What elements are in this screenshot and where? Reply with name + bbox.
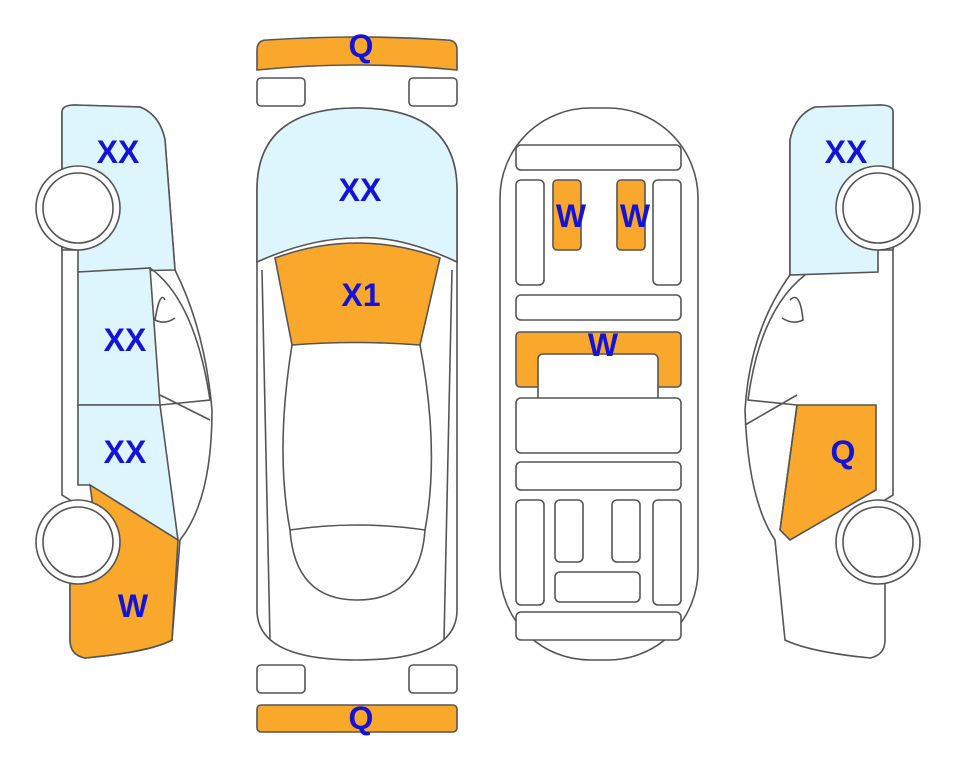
left-side-view: XX XX XX W xyxy=(35,104,213,659)
windshield-label: X1 xyxy=(341,277,380,313)
hood-panel[interactable] xyxy=(256,107,458,264)
right-roof-label: XX xyxy=(825,134,868,170)
front-bumper[interactable] xyxy=(256,36,458,71)
left-front-door-label: XX xyxy=(104,322,147,358)
rear-bumper-label: Q xyxy=(349,700,374,736)
front-right-seat[interactable] xyxy=(616,179,646,251)
left-roof-label: XX xyxy=(97,134,140,170)
front-left-seat-label: W xyxy=(556,198,587,234)
front-left-seat[interactable] xyxy=(552,179,582,251)
left-rear-quarter-label: W xyxy=(118,588,149,624)
hood-label: XX xyxy=(339,172,382,208)
interior-view: W W W xyxy=(499,107,699,661)
left-rear-door-label: XX xyxy=(104,434,147,470)
windshield[interactable] xyxy=(274,242,441,346)
front-right-seat-label: W xyxy=(620,198,651,234)
right-rear-door-label: Q xyxy=(831,434,856,470)
right-side-view: XX Q xyxy=(744,104,921,659)
front-bumper-label: Q xyxy=(349,28,374,64)
top-view: Q XX X1 Q xyxy=(256,28,458,736)
rear-bumper[interactable] xyxy=(256,704,458,733)
middle-console-label: W xyxy=(588,327,619,363)
